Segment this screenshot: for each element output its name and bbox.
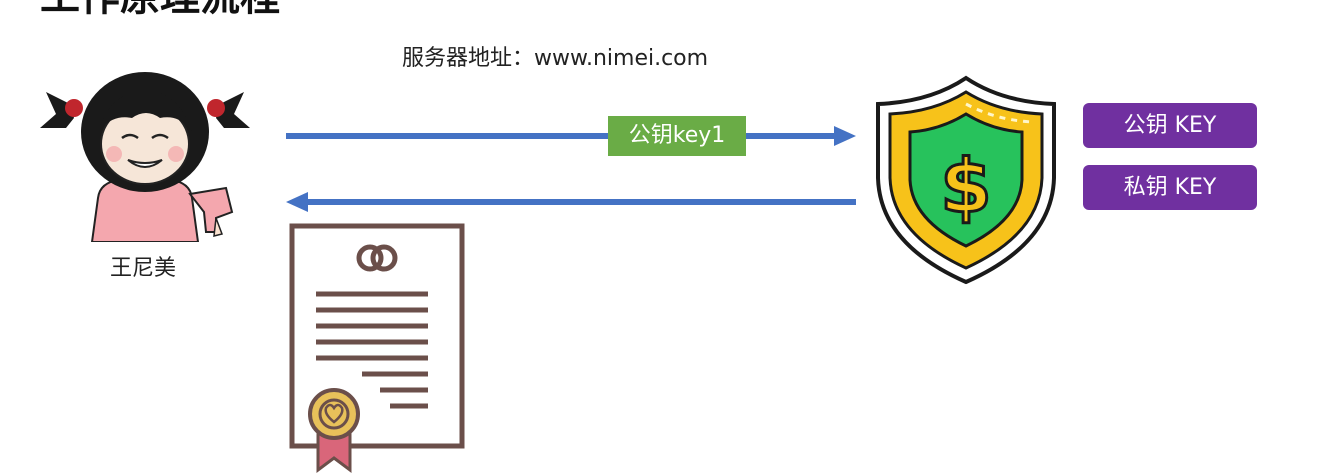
certificate-icon — [289, 223, 465, 473]
request-key-label: 公钥key1 — [608, 116, 746, 156]
svg-text:$: $ — [940, 144, 992, 230]
request-arrow-head — [834, 126, 856, 146]
girl-avatar-icon — [40, 72, 250, 242]
response-arrow-head — [286, 192, 308, 212]
private-key-badge: 私钥 KEY — [1083, 165, 1257, 210]
server-address-label: 服务器地址：www.nimei.com — [402, 46, 709, 71]
slide-title: 工作原理流程 — [40, 0, 280, 22]
shield-dollar-icon: $ — [876, 75, 1056, 285]
public-key-badge: 公钥 KEY — [1083, 103, 1257, 148]
client-name: 王尼美 — [110, 256, 177, 281]
